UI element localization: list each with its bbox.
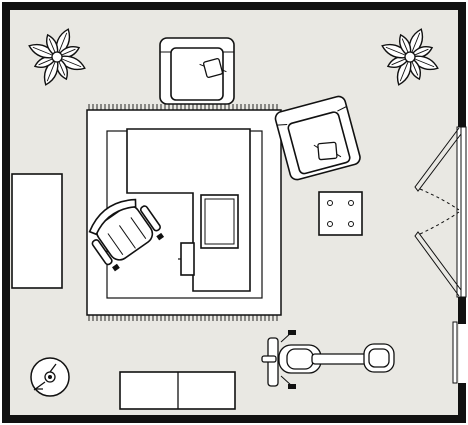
plant-leaf-vein [60,48,76,56]
desk-top [126,128,251,292]
office-chair-back [88,198,137,236]
plant-leaf-vein [58,32,68,54]
armchair-top[interactable] [159,37,235,105]
plant-leaf-vein [411,60,419,76]
plant-leaf-vein [60,58,82,68]
credenza-left[interactable] [11,173,63,289]
office-chair[interactable] [80,189,166,273]
plant-leaf-vein [413,58,435,68]
wall-top [2,2,466,10]
door-swing-lower [419,211,460,235]
plant-center [404,51,416,63]
exercise-bike[interactable] [261,330,395,389]
door-leaf-upper [414,127,462,192]
wall-right-lower [458,383,466,423]
plant-leaf-vein [32,46,54,56]
plant-leaf-vein [413,48,429,56]
armchair-top-pillow [199,58,227,78]
plant-center [51,51,63,63]
armchair-right[interactable] [274,95,362,181]
potted-plant-top-right [381,28,439,86]
side-table[interactable] [318,191,363,236]
desk-mat [200,194,239,249]
bench-bottom[interactable] [119,371,236,410]
plant-leaf-vein [385,46,407,56]
plant-leaf-vein [401,38,409,54]
plant-leaf-vein [399,60,409,82]
side-table-top [318,191,363,236]
plant-leaf-vein [58,60,66,76]
armchair-right-pillow [313,141,342,161]
wall-bottom [2,415,466,423]
plant-leaf-vein [38,58,54,66]
desk-drawer [180,242,195,276]
door-leaf-lower [414,231,462,297]
plant-leaf-vein [391,58,407,66]
plant-leaf-vein [48,38,56,54]
plant-leaf-vein [46,60,56,82]
door-swing-upper [419,188,460,211]
potted-plant-top-left [28,28,86,86]
round-side-table[interactable] [30,357,70,397]
bike-frame [311,353,373,365]
double-door-right[interactable] [414,126,467,384]
wall-right-upper [458,2,466,127]
l-shaped-desk[interactable] [126,128,251,292]
plant-leaf-vein [411,32,421,54]
wall-right-middle [458,297,466,324]
wall-left [2,2,10,423]
